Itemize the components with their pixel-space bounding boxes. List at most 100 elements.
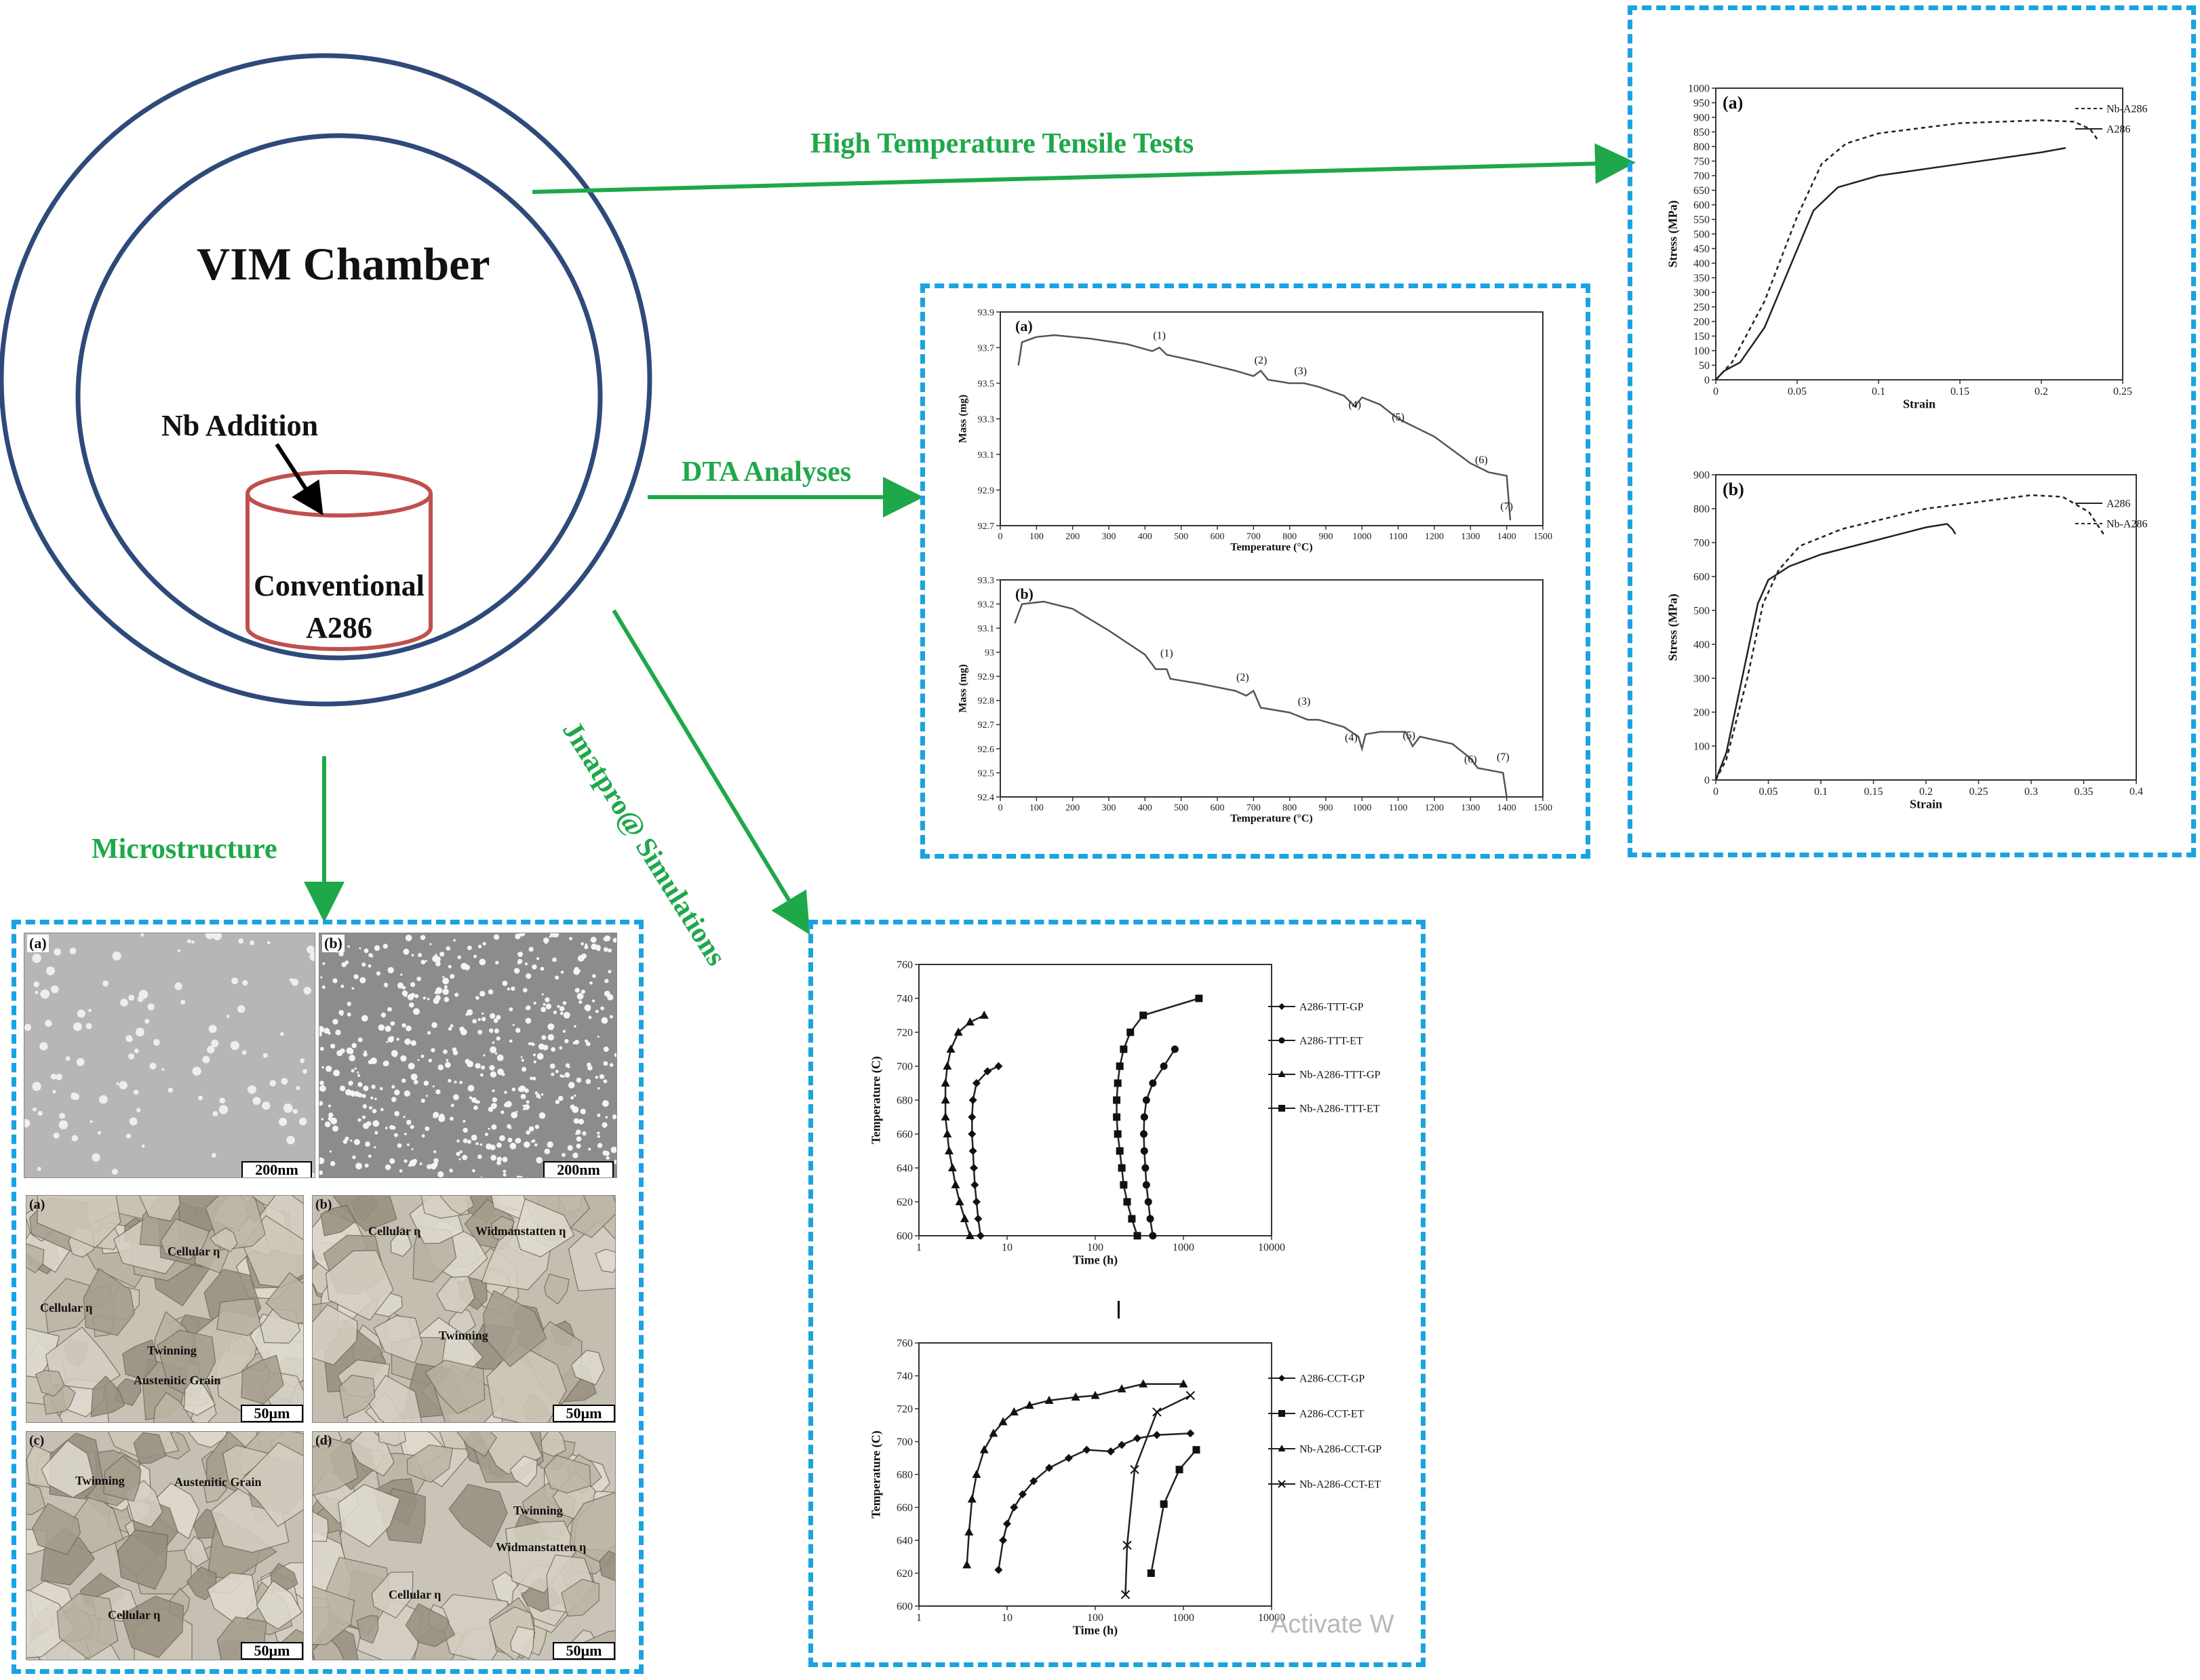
- data-point-diamond: [994, 1565, 1003, 1574]
- legend-marker: [1278, 1070, 1286, 1077]
- precipitate: [319, 1170, 323, 1175]
- precipitate: [574, 988, 580, 993]
- x-tick-label: 0.4: [2129, 786, 2143, 798]
- micro-arrow-label: Microstructure: [92, 834, 277, 865]
- precipitate: [128, 994, 135, 1001]
- precipitate: [582, 1131, 587, 1136]
- data-point-triangle: [979, 1011, 989, 1019]
- y-axis-label: Temperature (C): [869, 1056, 883, 1144]
- precipitate: [410, 1073, 418, 1080]
- precipitate: [604, 990, 610, 997]
- y-tick-label: 100: [1693, 741, 1710, 753]
- y-tick-label: 93.7: [978, 343, 995, 353]
- precipitate: [339, 1085, 346, 1091]
- data-point-square: [1114, 1079, 1122, 1087]
- x-tick-label: 0: [1713, 786, 1718, 798]
- precipitate: [575, 1133, 578, 1135]
- precipitate: [374, 945, 380, 951]
- precipitate: [238, 938, 244, 944]
- precipitate: [329, 1150, 332, 1153]
- grain: [373, 1315, 423, 1364]
- divider-tick: [1118, 1301, 1120, 1318]
- precipitate: [281, 1078, 288, 1085]
- data-point-x: [1185, 1390, 1196, 1401]
- y-tick-label: 680: [897, 1095, 913, 1107]
- precipitate: [401, 1078, 406, 1083]
- optical-a-note-4: Austenitic Grain: [134, 1373, 221, 1387]
- x-tick-label: 0.1: [1872, 386, 1885, 397]
- precipitate: [516, 1175, 519, 1177]
- data-point-circle: [1146, 1215, 1154, 1223]
- grain: [121, 1595, 184, 1658]
- data-point-square: [1118, 1164, 1126, 1172]
- precipitate: [540, 966, 545, 971]
- grain: [43, 1380, 76, 1415]
- grain: [256, 1580, 303, 1630]
- precipitate: [380, 1012, 387, 1018]
- y-tick-label: 300: [1693, 288, 1710, 299]
- precipitate: [328, 1104, 332, 1108]
- x-tick-label: 0: [998, 532, 1003, 542]
- precipitate: [471, 1097, 477, 1103]
- precipitate: [603, 1061, 608, 1066]
- precipitate: [362, 1104, 368, 1109]
- precipitate: [120, 998, 128, 1007]
- precipitate: [321, 1118, 323, 1120]
- precipitate: [488, 1106, 494, 1112]
- y-axis-label: Mass (mg): [958, 395, 969, 444]
- precipitate: [346, 1047, 353, 1055]
- y-tick-label: 660: [897, 1502, 913, 1514]
- grain: [337, 1483, 401, 1548]
- grain: [216, 1298, 261, 1336]
- precipitate: [533, 1060, 536, 1063]
- precipitate: [435, 961, 441, 966]
- x-tick-label: 100: [1087, 1242, 1103, 1253]
- precipitate: [536, 957, 540, 960]
- precipitate: [380, 1108, 384, 1112]
- peak-label: (5): [1392, 412, 1405, 423]
- precipitate: [532, 1043, 535, 1047]
- precipitate: [559, 1074, 563, 1078]
- precipitate: [364, 1051, 367, 1054]
- precipitate: [437, 1064, 444, 1071]
- precipitate: [555, 1099, 560, 1104]
- precipitate: [429, 943, 432, 945]
- precipitate: [435, 987, 443, 994]
- precipitate: [153, 1039, 160, 1046]
- y-tick-label: 800: [1693, 504, 1710, 515]
- grain: [83, 1268, 135, 1336]
- precipitate: [496, 1160, 501, 1165]
- precipitate: [394, 1111, 399, 1116]
- precipitate: [352, 1155, 356, 1159]
- precipitate: [479, 958, 486, 966]
- precipitate: [452, 1047, 457, 1052]
- legend-label: A286-CCT-ET: [1299, 1409, 1364, 1420]
- data-point-triangle: [979, 1445, 989, 1453]
- jmatpro-panel: [808, 920, 1426, 1667]
- y-tick-label: 92.5: [978, 768, 995, 779]
- precipitate: [490, 1154, 496, 1161]
- precipitate: [499, 1135, 505, 1141]
- precipitate: [490, 1046, 497, 1053]
- grain: [320, 1205, 357, 1236]
- precipitate: [71, 1092, 78, 1100]
- y-tick-label: 600: [897, 1231, 913, 1243]
- precipitate: [364, 948, 369, 954]
- data-point-triangle: [1117, 1384, 1126, 1392]
- precipitate: [502, 1156, 508, 1163]
- data-point-triangle: [965, 1017, 975, 1025]
- y-tick-label: 720: [897, 1404, 913, 1415]
- precipitate: [207, 1045, 215, 1054]
- y-tick-label: 640: [897, 1536, 913, 1547]
- precipitate: [576, 1077, 582, 1083]
- precipitate: [449, 1116, 454, 1121]
- precipitate: [417, 953, 423, 958]
- precipitate: [559, 1011, 564, 1015]
- precipitate: [212, 933, 222, 941]
- precipitate: [319, 1025, 325, 1033]
- precipitate: [88, 1009, 92, 1013]
- precipitate: [473, 1105, 478, 1110]
- legend-label: A286-TTT-GP: [1299, 1002, 1364, 1013]
- data-point-circle: [1140, 1130, 1148, 1138]
